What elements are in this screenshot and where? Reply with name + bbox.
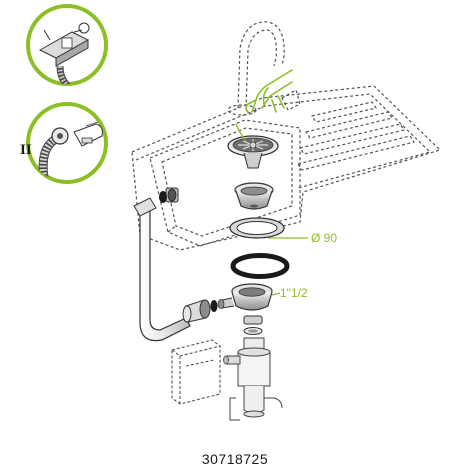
countertop-outline: [131, 85, 442, 251]
sink-basin-outline: [149, 119, 301, 247]
overflow-pipe: [133, 197, 191, 342]
inset-overflow-connection: [26, 102, 108, 184]
rubber-gasket: [230, 253, 290, 279]
cabinet-box: [171, 339, 221, 405]
drainboard-grooves: [297, 101, 415, 171]
overflow-connector: [159, 187, 179, 203]
coupling-nut: [243, 315, 263, 335]
basket-strainer: [227, 123, 279, 169]
hose-adapter: [182, 299, 218, 323]
reference-number: 30718725: [201, 451, 269, 467]
step-numeral: II: [20, 142, 32, 158]
hand-illustration: [245, 69, 293, 113]
outlet-size-label: 1"1/2: [280, 286, 308, 300]
inset-hose-connection: [26, 4, 108, 86]
diameter-label: Ø 90: [311, 231, 338, 245]
drain-body: [217, 283, 281, 311]
bottle-trap: [223, 337, 283, 421]
basket-cup: [234, 182, 274, 210]
faucet-outline: [227, 21, 301, 116]
sink-flange: [229, 217, 308, 239]
